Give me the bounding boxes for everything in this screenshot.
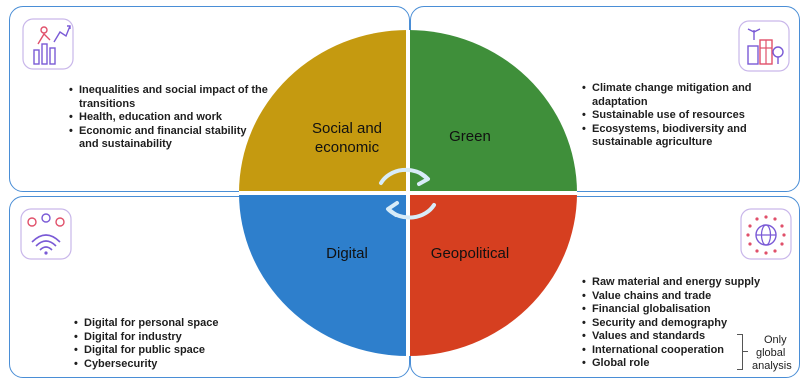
- list-item: Security and demography: [582, 317, 762, 331]
- social-label-line2: economic: [315, 139, 380, 156]
- globe-stars-icon: [740, 208, 792, 260]
- list-item: Raw material and energy supply: [582, 276, 762, 290]
- list-item: Climate change mitigation and adaptation: [582, 82, 792, 109]
- digital-network-icon: [20, 208, 72, 260]
- note-line1: Only: [764, 334, 787, 346]
- green-bullet-list: Climate change mitigation and adaptation…: [582, 82, 792, 150]
- global-analysis-note: Only global analysis: [752, 334, 792, 373]
- geopolitical-quadrant: [408, 193, 577, 356]
- digital-label: Digital: [326, 245, 368, 262]
- list-item: Cybersecurity: [74, 358, 274, 372]
- note-line2: global: [756, 347, 786, 359]
- digital-quadrant: [239, 193, 408, 356]
- list-item: Digital for personal space: [74, 317, 274, 331]
- list-item: Ecosystems, biodiversity and sustainable…: [582, 123, 792, 150]
- geopolitical-label: Geopolitical: [431, 245, 509, 262]
- list-item: Global role: [582, 357, 762, 371]
- social-bullet-list: Inequalities and social impact of the tr…: [69, 84, 269, 152]
- list-item: Sustainable use of resources: [582, 109, 792, 123]
- social-label-line1: Social and: [312, 120, 382, 137]
- digital-bullet-list: Digital for personal space Digital for i…: [74, 317, 274, 371]
- people-growth-icon: [22, 18, 74, 70]
- geopolitical-bullet-list: Raw material and energy supply Value cha…: [582, 276, 762, 371]
- list-item: Values and standards: [582, 330, 762, 344]
- note-line3: analysis: [752, 360, 792, 372]
- list-item: Digital for industry: [74, 331, 274, 345]
- social-quadrant: [239, 30, 408, 193]
- list-item: Health, education and work: [69, 111, 269, 125]
- green-quadrant: [408, 30, 577, 193]
- green-city-icon: [738, 20, 790, 72]
- list-item: Digital for public space: [74, 344, 274, 358]
- green-label: Green: [449, 128, 491, 145]
- global-analysis-brace: [737, 334, 743, 370]
- global-analysis-brace-tick: [743, 351, 748, 352]
- list-item: Inequalities and social impact of the tr…: [69, 84, 269, 111]
- list-item: Value chains and trade: [582, 290, 762, 304]
- cycle-arrows-icon: [379, 167, 436, 220]
- list-item: Economic and financial stability and sus…: [69, 125, 269, 152]
- list-item: International cooperation: [582, 344, 762, 358]
- list-item: Financial globalisation: [582, 303, 762, 317]
